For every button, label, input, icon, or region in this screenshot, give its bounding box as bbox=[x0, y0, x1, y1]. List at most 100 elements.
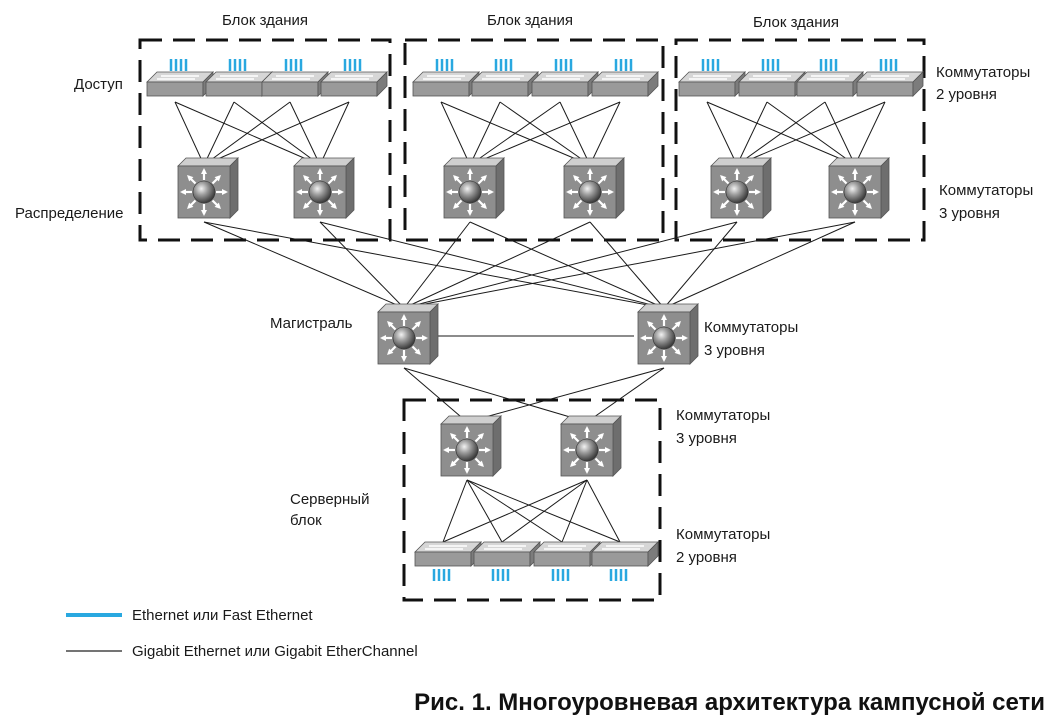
layer2-switch-icon bbox=[146, 59, 214, 97]
ethernet-ports-icon bbox=[879, 59, 898, 71]
link-24 bbox=[203, 221, 405, 309]
link-41 bbox=[442, 479, 468, 543]
backbone-layer-label: Магистраль bbox=[270, 315, 353, 332]
link-33 bbox=[663, 221, 738, 309]
link-21 bbox=[824, 101, 856, 166]
layer2-switch-icon bbox=[591, 541, 659, 581]
ethernet-ports-icon bbox=[819, 59, 838, 71]
link-13 bbox=[559, 101, 591, 166]
ethernet-ports-icon bbox=[435, 59, 454, 71]
link-0 bbox=[174, 101, 205, 166]
ethernet-ports-icon bbox=[432, 569, 451, 581]
building-block-label-2: Блок здания bbox=[487, 12, 573, 29]
ethernet-ports-icon bbox=[228, 59, 247, 71]
layer2-switch-icon bbox=[473, 541, 541, 581]
link-12 bbox=[469, 101, 561, 166]
block-outlines bbox=[138, 38, 926, 602]
gigabit-links bbox=[174, 101, 886, 543]
link-6 bbox=[203, 101, 350, 166]
link-7 bbox=[319, 101, 350, 166]
layer3-switch-icon bbox=[710, 157, 772, 219]
link-28 bbox=[403, 221, 471, 309]
l3-core-label-line2: 3 уровня bbox=[704, 342, 765, 359]
l3-server-label-line1: Коммутаторы bbox=[676, 407, 770, 424]
layer3-switch-icon bbox=[443, 157, 505, 219]
access-layer-label: Доступ bbox=[74, 76, 123, 93]
legend: Ethernet или Fast Ethernet Gigabit Ether… bbox=[66, 607, 418, 660]
layer2-switch-icon bbox=[738, 59, 806, 97]
layer2-switch-icon bbox=[796, 59, 864, 97]
link-42 bbox=[466, 479, 503, 543]
ethernet-ports-icon bbox=[284, 59, 303, 71]
layer3-switch-icon bbox=[293, 157, 355, 219]
link-45 bbox=[442, 479, 588, 543]
link-10 bbox=[469, 101, 501, 166]
building-block-label-1: Блок здания bbox=[222, 12, 308, 29]
l2-switches-top-label-line1: Коммутаторы bbox=[936, 64, 1030, 81]
link-26 bbox=[319, 221, 405, 309]
l2-switches-top-label-line2: 2 уровня bbox=[936, 86, 997, 103]
link-46 bbox=[501, 479, 588, 543]
link-39 bbox=[403, 367, 588, 423]
building-block-label-3: Блок здания bbox=[753, 14, 839, 31]
layer2-switch-icon bbox=[678, 59, 746, 97]
distribution-layer-label: Распределение bbox=[15, 205, 124, 222]
link-18 bbox=[736, 101, 768, 166]
link-48 bbox=[586, 479, 621, 543]
labels: Блок здания Блок здания Блок здания Дост… bbox=[15, 12, 1033, 566]
ethernet-ports-icon bbox=[761, 59, 780, 71]
link-34 bbox=[403, 221, 856, 309]
l3-core-label-line1: Коммутаторы bbox=[704, 319, 798, 336]
link-27 bbox=[319, 221, 665, 309]
layer3-switch-icon bbox=[177, 157, 239, 219]
link-14 bbox=[469, 101, 621, 166]
l3-distribution-label-line2: 3 уровня bbox=[939, 205, 1000, 222]
link-25 bbox=[203, 221, 665, 309]
server-block-label-line1: Серверный bbox=[290, 491, 369, 508]
layer3-switch-icon bbox=[563, 157, 625, 219]
link-4 bbox=[203, 101, 291, 166]
link-20 bbox=[736, 101, 826, 166]
ethernet-ports-icon bbox=[554, 59, 573, 71]
layer3-switch-icon bbox=[828, 157, 890, 219]
layer2-switch-icon bbox=[531, 59, 599, 97]
link-8 bbox=[440, 101, 471, 166]
link-44 bbox=[466, 479, 621, 543]
l2-server-label-line2: 2 уровня bbox=[676, 549, 737, 566]
link-38 bbox=[466, 367, 665, 423]
link-37 bbox=[403, 367, 468, 423]
link-40 bbox=[586, 367, 665, 423]
building-block-3-outline bbox=[674, 38, 926, 242]
layer2-switch-icon bbox=[471, 59, 539, 97]
link-35 bbox=[663, 221, 856, 309]
link-30 bbox=[403, 221, 591, 309]
layer2-switch-icon bbox=[261, 59, 329, 97]
l3-server-label-line2: 3 уровня bbox=[676, 430, 737, 447]
link-5 bbox=[289, 101, 321, 166]
layer3-switch-icon bbox=[377, 303, 439, 365]
l2-server-label-line1: Коммутаторы bbox=[676, 526, 770, 543]
legend-ethernet-label: Ethernet или Fast Ethernet bbox=[132, 607, 313, 624]
ethernet-ports-icon bbox=[701, 59, 720, 71]
layer2-switch-icon bbox=[412, 59, 480, 97]
layer2-switch-icon bbox=[533, 541, 601, 581]
ethernet-ports-icon bbox=[551, 569, 570, 581]
link-32 bbox=[403, 221, 738, 309]
figure-caption: Рис. 1. Многоуровневая архитектура кампу… bbox=[414, 689, 1045, 716]
link-15 bbox=[589, 101, 621, 166]
link-2 bbox=[203, 101, 235, 166]
ethernet-ports-icon bbox=[343, 59, 362, 71]
link-23 bbox=[854, 101, 886, 166]
ethernet-ports-icon bbox=[614, 59, 633, 71]
ethernet-ports-icon bbox=[609, 569, 628, 581]
server-block-outline bbox=[402, 398, 662, 602]
devices bbox=[146, 59, 924, 581]
layer2-switch-icon bbox=[414, 541, 482, 581]
layer3-switch-icon bbox=[440, 415, 502, 477]
server-block-label-line2: блок bbox=[290, 512, 322, 529]
link-22 bbox=[736, 101, 886, 166]
layer2-switch-icon bbox=[856, 59, 924, 97]
ethernet-ports-icon bbox=[491, 569, 510, 581]
building-block-1-outline bbox=[138, 38, 392, 242]
